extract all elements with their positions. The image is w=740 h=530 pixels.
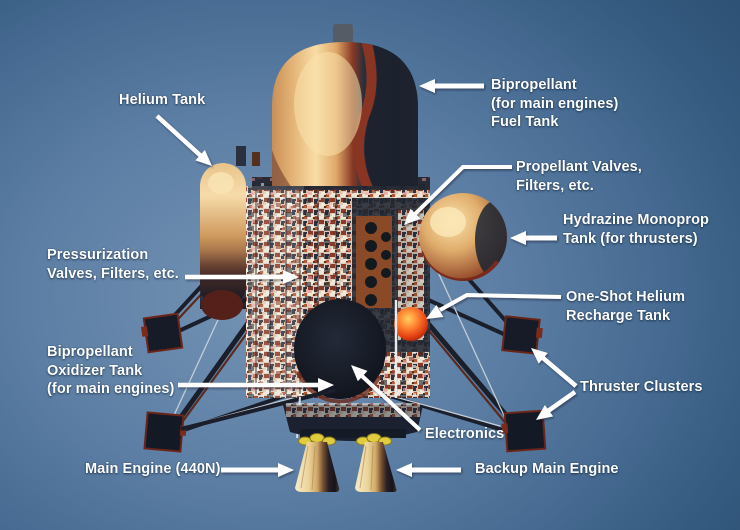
label-thruster-clusters: Thruster Clusters xyxy=(580,378,703,397)
thruster-cluster-boxes xyxy=(140,312,547,453)
oxidizer-tank-arrow xyxy=(178,378,334,392)
label-line: Propellant Valves, xyxy=(516,159,642,175)
label-line: (for main engines) xyxy=(491,95,619,112)
fuel-tank-dome xyxy=(272,24,418,186)
label-pressurization-valves: Pressurization Valves, Filters, etc. xyxy=(47,246,179,283)
label-line: Fuel Tank xyxy=(491,114,559,130)
label-line: One-Shot Helium xyxy=(566,289,686,305)
label-main-engine: Main Engine (440N) xyxy=(85,460,221,479)
recharge-tank-arrow xyxy=(422,292,562,326)
label-line: Thruster Clusters xyxy=(580,379,703,395)
pressurization-valves-arrow xyxy=(185,270,299,284)
label-line: Electronics xyxy=(425,426,505,442)
fuel-tank-arrow xyxy=(419,79,484,93)
label-line: (for main engines) xyxy=(47,381,175,397)
label-line: Filters, etc. xyxy=(516,177,594,194)
label-electronics: Electronics xyxy=(425,425,504,444)
hydrazine-tank-arrow xyxy=(510,231,557,245)
label-line: Oxidizer Tank xyxy=(47,362,143,379)
label-hydrazine-tank: Hydrazine Monoprop Tank (for thrusters) xyxy=(563,211,709,248)
thruster-clusters-arrow-lower xyxy=(531,390,577,426)
label-line: Tank (for thrusters) xyxy=(563,230,698,247)
recharge-tank-sphere xyxy=(394,307,428,341)
backup-engine-arrow xyxy=(396,463,461,477)
label-backup-engine: Backup Main Engine xyxy=(475,460,619,479)
backup-engine-nozzle xyxy=(355,433,397,492)
label-line: Helium Tank xyxy=(119,92,206,108)
label-line: Valves, Filters, etc. xyxy=(47,265,179,282)
propellant-valves-arrow xyxy=(399,165,512,230)
label-line: Main Engine (440N) xyxy=(85,461,221,477)
label-line: Backup Main Engine xyxy=(475,461,619,477)
label-recharge-tank: One-Shot Helium Recharge Tank xyxy=(566,288,685,325)
electronics-arrow xyxy=(346,359,422,432)
label-line: Pressurization xyxy=(47,247,149,263)
main-engine-arrow xyxy=(221,463,294,477)
label-oxidizer-tank: Bipropellant Oxidizer Tank (for main eng… xyxy=(47,343,174,399)
helium-tank xyxy=(200,163,246,320)
label-propellant-valves: Propellant Valves, Filters, etc. xyxy=(516,158,642,195)
label-line: Bipropellant xyxy=(47,344,133,360)
hydrazine-tank xyxy=(419,193,507,281)
label-fuel-tank: Bipropellant (for main engines) Fuel Tan… xyxy=(491,76,618,132)
engine-platform xyxy=(283,403,423,441)
helium-tank-arrow xyxy=(155,114,217,172)
label-line: Bipropellant xyxy=(491,77,577,93)
label-line: Hydrazine Monoprop xyxy=(563,212,709,228)
label-line: Recharge Tank xyxy=(566,307,671,324)
thruster-clusters-arrow-upper xyxy=(526,342,578,388)
label-helium-tank: Helium Tank xyxy=(119,91,205,110)
main-engine-nozzle xyxy=(295,433,340,492)
